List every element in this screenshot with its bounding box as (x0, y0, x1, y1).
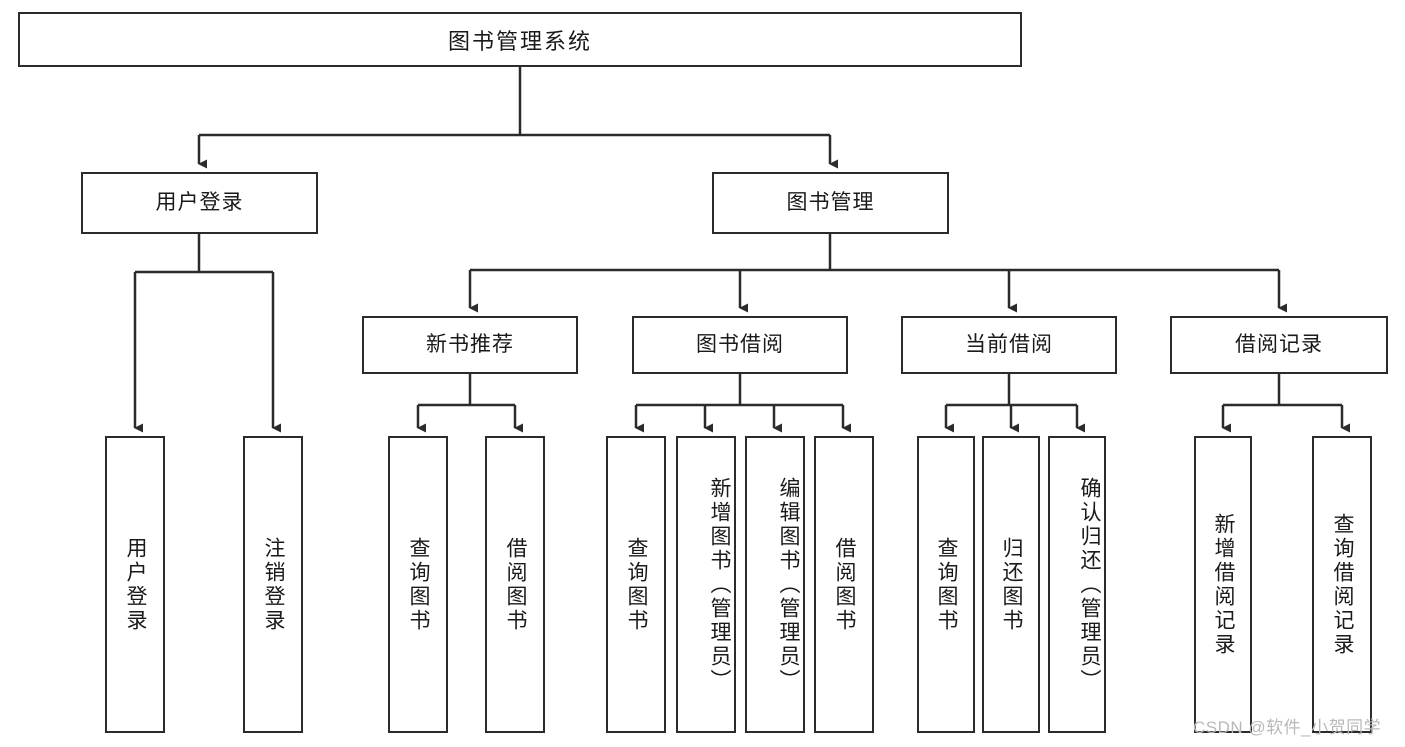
leaf-query-book-current[interactable]: 查询图书 (917, 436, 975, 733)
leaf-logout[interactable]: 注销登录 (243, 436, 303, 733)
watermark-text: CSDN @软件_小贺同学 (1193, 718, 1382, 737)
leaf-confirm-return-admin[interactable]: 确认归还（管理员） (1048, 436, 1106, 733)
leaf-borrow-book[interactable]: 借阅图书 (814, 436, 874, 733)
node-current-borrow[interactable]: 当前借阅 (901, 316, 1117, 374)
node-borrow-record[interactable]: 借阅记录 (1170, 316, 1388, 374)
leaf-query-borrow-record[interactable]: 查询借阅记录 (1312, 436, 1372, 733)
leaf-user-login[interactable]: 用户登录 (105, 436, 165, 733)
node-user-login[interactable]: 用户登录 (81, 172, 318, 234)
node-book-management[interactable]: 图书管理 (712, 172, 949, 234)
leaf-add-book-admin[interactable]: 新增图书（管理员） (676, 436, 736, 733)
leaf-edit-book-admin[interactable]: 编辑图书（管理员） (745, 436, 805, 733)
node-new-book-recommend[interactable]: 新书推荐 (362, 316, 578, 374)
leaf-query-book[interactable]: 查询图书 (606, 436, 666, 733)
leaf-query-book-recommend[interactable]: 查询图书 (388, 436, 448, 733)
node-root-system[interactable]: 图书管理系统 (18, 12, 1022, 67)
leaf-add-borrow-record[interactable]: 新增借阅记录 (1194, 436, 1252, 733)
leaf-return-book[interactable]: 归还图书 (982, 436, 1040, 733)
node-book-borrow[interactable]: 图书借阅 (632, 316, 848, 374)
leaf-borrow-book-recommend[interactable]: 借阅图书 (485, 436, 545, 733)
